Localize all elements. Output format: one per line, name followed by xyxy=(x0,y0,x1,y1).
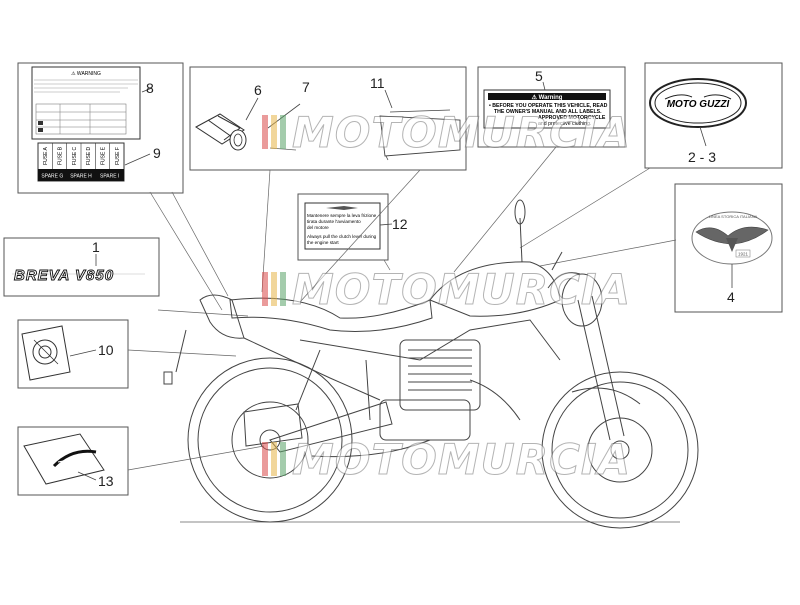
fuse-label: FUSE F xyxy=(115,147,121,165)
fuse-label: FUSE C xyxy=(72,146,78,165)
warning-decal-8[interactable]: ⚠ WARNING xyxy=(31,66,141,140)
warning-decal-5-line-3: APPROVED MOTORCYCLE xyxy=(538,115,606,121)
watermark: MOTOMURCIA xyxy=(262,435,631,485)
callout-1: 1 xyxy=(92,239,100,255)
watermark-text: MOTOMURCIA xyxy=(292,435,631,484)
fuse-label: FUSE D xyxy=(86,146,92,165)
callout-10: 10 xyxy=(98,342,114,358)
panel-decals-8-9: ⚠ WARNING FUSE A FUSE B FUSE C FUSE D FUSE E… xyxy=(17,62,184,194)
watermark-text: MOTOMURCIA xyxy=(292,108,631,157)
warning-decal-5-line-1: • BEFORE YOU OPERATE THIS VEHICLE, READ xyxy=(489,103,608,109)
callout-11: 11 xyxy=(370,75,385,91)
callout-13: 13 xyxy=(98,473,114,489)
warning-decal-8-title: ⚠ WARNING xyxy=(71,71,101,77)
watermark-text: MOTOMURCIA xyxy=(292,265,631,314)
spare-label: SPARE I xyxy=(100,174,119,180)
moto-guzzi-logo-text: MOTO GUZZI xyxy=(667,99,730,110)
clutch-decal-12[interactable]: Mantenere sempre la leva frizione tirata… xyxy=(304,202,381,250)
moto-guzzi-logo-decal[interactable]: MOTO GUZZI xyxy=(649,78,747,128)
panel-decal-5: ⚠ Warning • BEFORE YOU OPERATE THIS VEHI… xyxy=(477,66,626,148)
eagle-decal-top-text: LINEA STORICA ITALIANA xyxy=(709,214,758,219)
watermark: MOTOMURCIA xyxy=(262,265,631,315)
sheet-decal-10[interactable] xyxy=(21,325,71,381)
warning-decal-5-title: ⚠ Warning xyxy=(532,94,563,101)
breva-v850-decal[interactable]: BREVA V850 xyxy=(12,267,145,284)
clutch-decal-line-1: Mantenere sempre la leva frizione xyxy=(307,213,377,218)
watermark-layer: MOTOMURCIA MOTOMURCIA MOTOMURCIA xyxy=(262,108,631,485)
callout-2-3: 2 - 3 xyxy=(688,149,716,165)
warning-decal-5[interactable]: ⚠ Warning • BEFORE YOU OPERATE THIS VEHI… xyxy=(483,89,611,129)
callout-8: 8 xyxy=(146,80,154,96)
clutch-decal-line-4: Always pull the clutch lever during xyxy=(307,234,377,239)
fuse-label: FUSE A xyxy=(43,146,49,164)
panel-decal-10: 10 xyxy=(17,319,129,389)
breva-decal-text: BREVA V850 xyxy=(14,267,114,284)
clutch-decal-line-3: del motore xyxy=(307,225,329,230)
panel-logo-2-3: MOTO GUZZI 2 - 3 xyxy=(644,62,783,169)
callout-5: 5 xyxy=(535,68,543,84)
eagle-decal-4[interactable]: LINEA STORICA ITALIANA 1921 xyxy=(691,211,773,265)
fuse-decal-9[interactable]: FUSE A FUSE B FUSE C FUSE D FUSE E FUSE F SPA… xyxy=(37,142,125,182)
eagle-decal-year: 1921 xyxy=(738,252,749,257)
panel-decals-6-7-11: 6 7 11 xyxy=(189,66,467,171)
callout-12: 12 xyxy=(392,216,408,232)
motorcycle-drawing xyxy=(163,199,699,529)
clutch-decal-line-2: tirata durante l'avviamento xyxy=(307,219,361,224)
leader-lines xyxy=(127,146,677,471)
callout-7: 7 xyxy=(302,79,310,95)
sheet-decal-13[interactable] xyxy=(23,433,105,485)
spare-columns: SPARE G SPARE H SPARE I xyxy=(41,174,119,180)
warning-decal-5-line-2: THE OWNER'S MANUAL AND ALL LABELS. xyxy=(494,109,602,115)
spare-label: SPARE G xyxy=(41,174,63,180)
callout-9: 9 xyxy=(153,145,161,161)
callout-4: 4 xyxy=(727,289,735,305)
fuse-columns: FUSE A FUSE B FUSE C FUSE D FUSE E FUSE F xyxy=(43,143,121,169)
clutch-decal-line-5: the engine start xyxy=(307,240,339,245)
panel-breva-1: BREVA V850 1 xyxy=(3,237,160,297)
panel-decal-12: Mantenere sempre la leva frizione tirata… xyxy=(297,193,408,261)
fuse-label: FUSE B xyxy=(58,146,64,165)
watermark: MOTOMURCIA xyxy=(262,108,631,158)
fuse-label: FUSE E xyxy=(101,146,107,165)
panel-decal-13: 13 xyxy=(17,426,129,496)
spare-label: SPARE H xyxy=(70,174,92,180)
panel-eagle-4: LINEA STORICA ITALIANA 1921 4 xyxy=(674,183,783,313)
strip-decal-11[interactable] xyxy=(379,109,461,161)
callout-6: 6 xyxy=(254,82,262,98)
roll-decal-6[interactable] xyxy=(195,113,247,151)
warning-decal-5-line-4: and protective clothing. xyxy=(538,121,591,127)
